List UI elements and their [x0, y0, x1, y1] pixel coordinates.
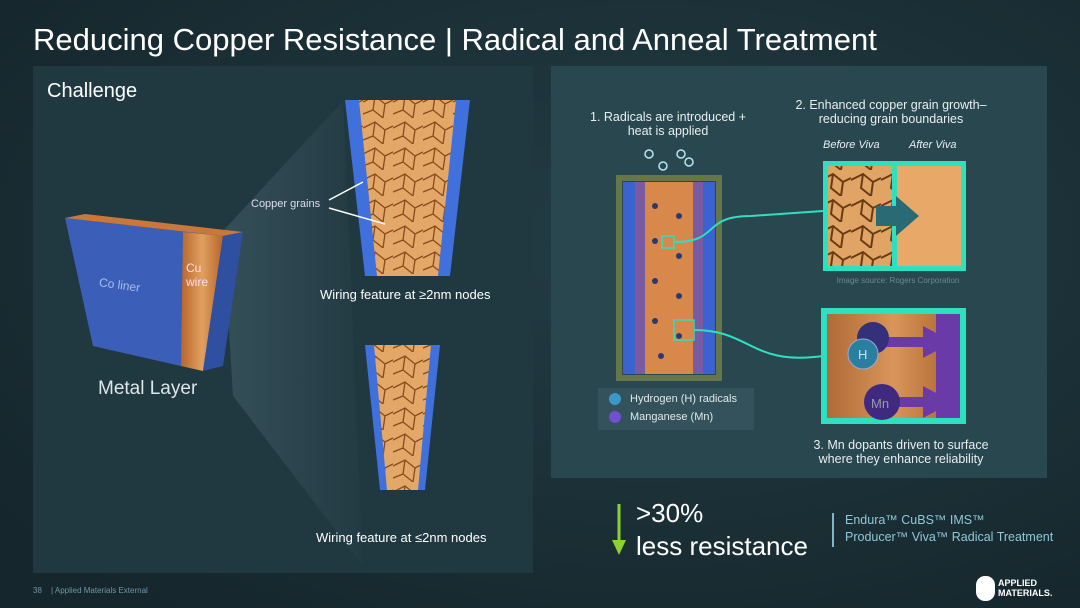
- wiring-top-caption: Wiring feature at ≥2nm nodes: [320, 287, 491, 302]
- step2-text: 2. Enhanced copper grain growth– reducin…: [795, 98, 987, 126]
- process-diagram: [598, 149, 966, 430]
- mn-label: Mn: [871, 396, 890, 411]
- copper-grains-label: Copper grains: [251, 198, 321, 210]
- legend-hydrogen: Hydrogen (H) radicals: [630, 393, 737, 405]
- wiring-illustration: [65, 100, 470, 566]
- legend-manganese: Manganese (Mn): [630, 411, 714, 423]
- challenge-panel: Challenge Co liner Cu wire Copper grains…: [33, 66, 533, 573]
- logo-text: APPLIED MATERIALS.: [998, 578, 1053, 598]
- step1-text: 1. Radicals are introduced + heat is app…: [590, 110, 746, 138]
- before-label: Before Viva: [823, 139, 880, 151]
- result-label: less resistance: [636, 531, 808, 561]
- product-1: Endura™ CuBS™ IMS™: [845, 513, 985, 527]
- after-label: After Viva: [909, 139, 957, 151]
- logo-icon: [976, 576, 995, 601]
- h-label: H: [858, 347, 868, 362]
- result-value: >30%: [636, 498, 704, 528]
- product-2: Producer™ Viva™ Radical Treatment: [845, 530, 1054, 544]
- footer-label: | Applied Materials External: [51, 586, 148, 595]
- step3-text: 3. Mn dopants driven to surface where th…: [813, 438, 989, 466]
- divider: [832, 513, 834, 547]
- wiring-bottom-caption: Wiring feature at ≤2nm nodes: [316, 530, 487, 545]
- metal-layer-label: Metal Layer: [98, 378, 198, 399]
- image-source: Image source: Rogers Corporation: [836, 276, 960, 285]
- treatment-panel: 1. Radicals are introduced + heat is app…: [551, 66, 1047, 478]
- page-title: Reducing Copper Resistance | Radical and…: [33, 22, 877, 57]
- page-number: 38: [33, 586, 42, 595]
- down-arrow-icon: [612, 504, 626, 555]
- challenge-heading: Challenge: [47, 80, 138, 102]
- cu-wire-label: Cu wire: [186, 261, 209, 289]
